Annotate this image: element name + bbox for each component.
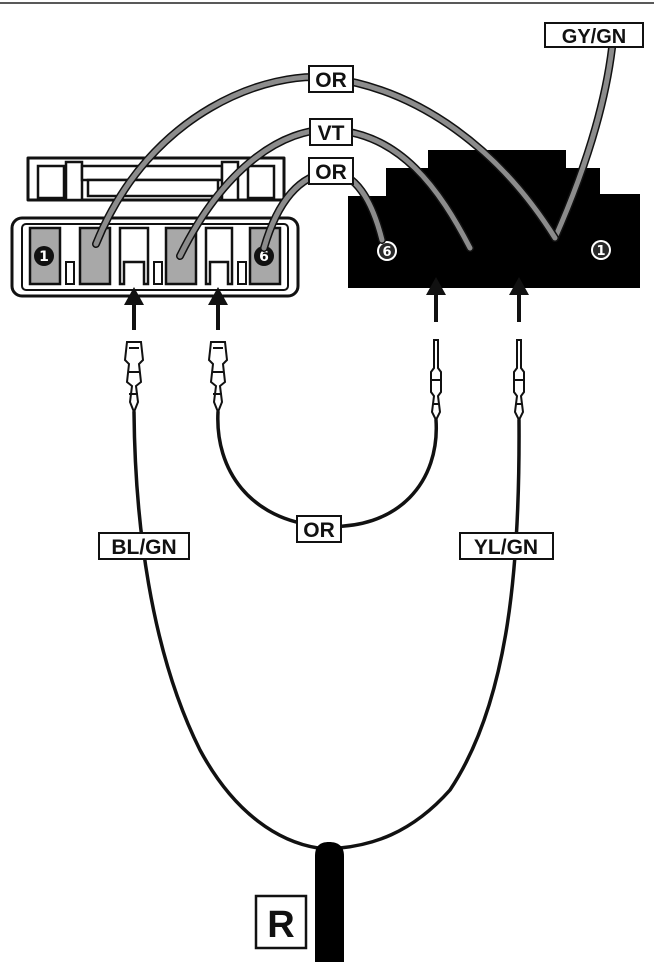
arrow-4 <box>509 277 529 322</box>
label-or-loop-text: OR <box>303 519 335 542</box>
left-connector: 1 6 <box>10 156 300 298</box>
terminal-1 <box>123 341 145 415</box>
label-vt-text: VT <box>318 122 345 145</box>
left-cavity-5 <box>204 226 234 286</box>
label-bl-gn-text: BL/GN <box>111 536 176 559</box>
label-or-loop: OR <box>296 515 342 543</box>
left-pin-1-marker <box>34 246 54 266</box>
component-r-label: R <box>267 904 294 946</box>
wire-yl-gn <box>338 418 521 850</box>
label-gy-gn: GY/GN <box>544 22 644 48</box>
label-or-top: OR <box>308 65 354 93</box>
terminal-3 <box>430 339 442 423</box>
wire-or-loop <box>216 410 438 529</box>
left-pin-6-label: 6 <box>259 249 269 265</box>
right-pin-1-label: 1 <box>596 244 605 259</box>
left-cavity-3 <box>118 226 150 286</box>
black-wires <box>132 410 521 850</box>
terminal-4 <box>513 339 525 423</box>
label-yl-gn: YL/GN <box>459 532 554 560</box>
arrow-2 <box>208 287 228 330</box>
left-pin-6-marker <box>254 246 274 266</box>
component-r-body <box>315 842 344 962</box>
label-vt: VT <box>309 118 353 146</box>
label-gy-gn-text: GY/GN <box>562 26 626 48</box>
right-connector: 6 1 <box>348 150 640 288</box>
wire-labels: GY/GN OR VT OR OR BL/GN YL/GN <box>98 22 644 560</box>
wire-bl-gn <box>132 410 320 850</box>
arrow-3 <box>426 277 446 322</box>
right-pin-6-label: 6 <box>382 245 391 260</box>
left-pin-1-label: 1 <box>39 249 49 265</box>
left-cavity-latch <box>65 261 75 285</box>
terminals <box>123 339 525 423</box>
arrow-1 <box>124 287 144 330</box>
label-bl-gn: BL/GN <box>98 532 190 560</box>
label-or-mid-text: OR <box>315 161 347 184</box>
component-r: R <box>254 842 344 962</box>
insertion-arrows <box>124 277 529 330</box>
component-r-label-box <box>254 894 308 950</box>
label-yl-gn-text: YL/GN <box>474 536 538 559</box>
right-connector-body <box>348 150 640 288</box>
terminal-2 <box>207 341 229 415</box>
label-or-mid: OR <box>308 157 354 185</box>
label-or-top-text: OR <box>315 69 347 92</box>
